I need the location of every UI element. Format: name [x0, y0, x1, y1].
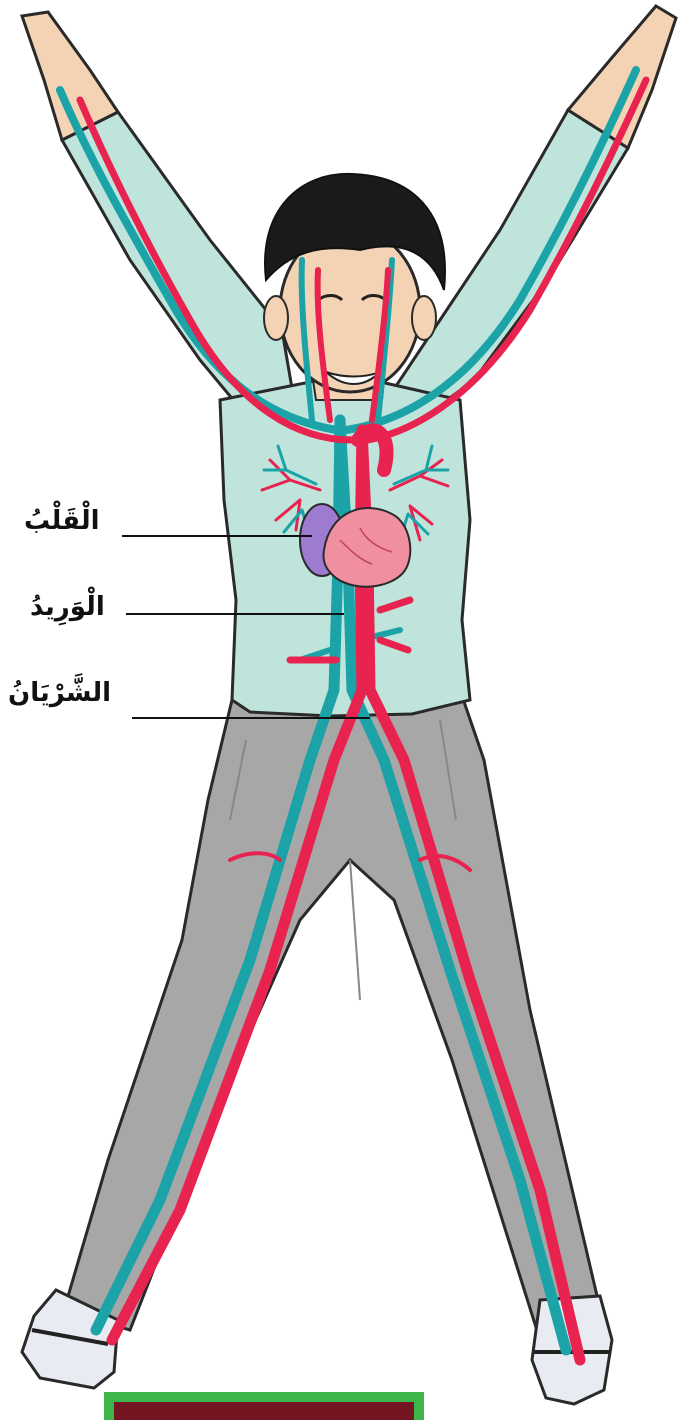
vein-label: الْوَرِيدُ [30, 594, 105, 620]
artery-label: الشَّرْيَانُ [8, 680, 111, 706]
bottom-image-frame [104, 1392, 424, 1420]
left-arm [22, 12, 294, 420]
heart-label: الْقَلْبُ [24, 508, 100, 534]
